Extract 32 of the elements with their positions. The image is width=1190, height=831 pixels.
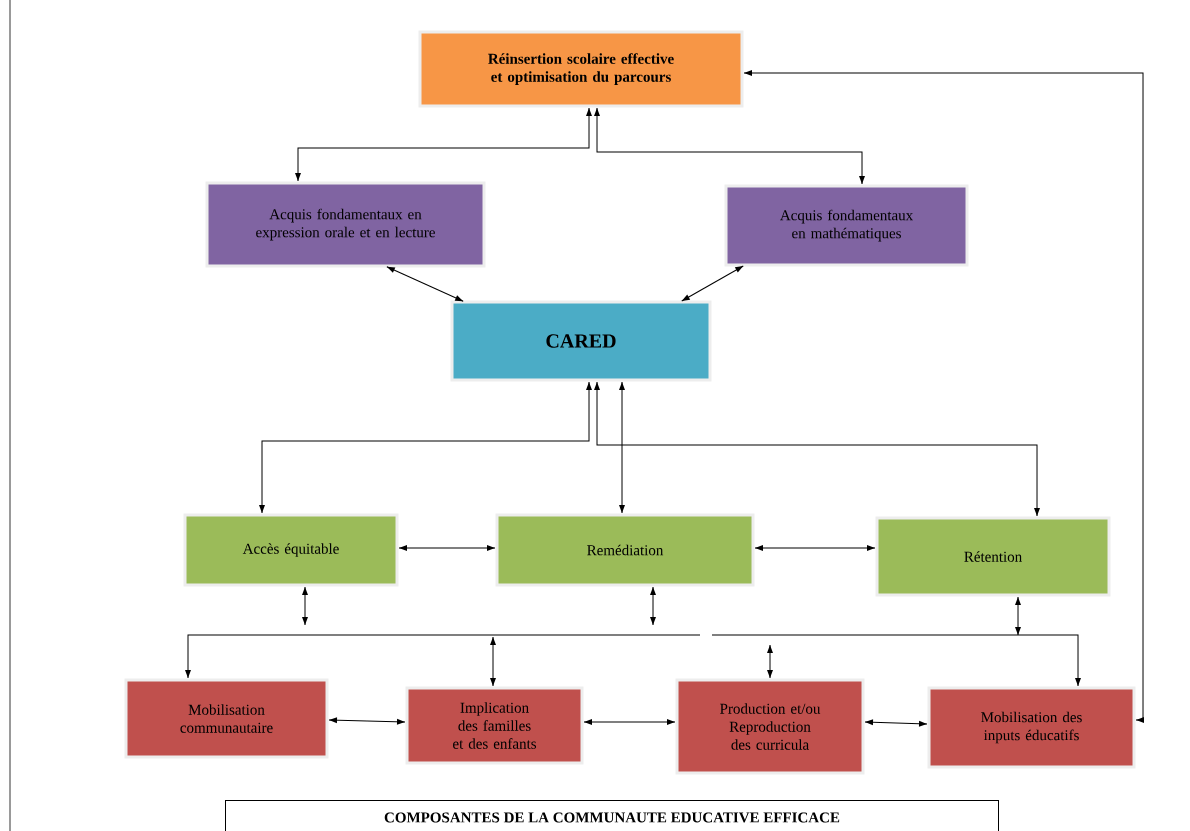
arrow <box>490 636 496 687</box>
arrow <box>295 107 592 182</box>
arrow <box>650 586 656 626</box>
pillar-box: Rétention <box>875 516 1111 597</box>
caption-box: COMPOSANTES DE LA COMMUNAUTE EDUCATIVE EFFICACE <box>225 800 999 831</box>
arrow <box>259 381 592 514</box>
component-box: Mobilisation des inputs éducatifs <box>927 686 1136 769</box>
pillar-box: Remédiation <box>495 513 755 587</box>
arrow <box>302 586 308 626</box>
arrow <box>185 634 701 679</box>
arrow <box>328 717 406 725</box>
arrow <box>619 381 625 514</box>
arrow <box>1015 596 1021 636</box>
arrow <box>583 719 676 725</box>
arrow <box>711 634 1081 687</box>
center-box: CARED <box>450 300 712 382</box>
arrow <box>864 719 928 727</box>
outcome-box: Acquis fondamentaux en mathématiques <box>724 184 969 267</box>
pillar-box: Accès équitable <box>183 513 399 587</box>
arrow <box>594 107 865 185</box>
arrow <box>767 644 773 679</box>
arrow <box>754 545 876 551</box>
component-box: Implication des familles et des enfants <box>405 686 584 765</box>
arrow <box>398 545 496 551</box>
goal-box: Réinsertion scolaire effective et optimisation du parcours <box>418 30 744 108</box>
component-box: Mobilisation communautaire <box>124 678 329 759</box>
arrow <box>681 265 744 302</box>
arrow <box>594 381 1040 517</box>
arrow <box>386 266 464 302</box>
outcome-box: Acquis fondamentaux en expression orale et en lecture <box>205 181 486 268</box>
arrow <box>743 70 1144 723</box>
component-box: Production et/ou Reproduction des curricula <box>675 678 865 775</box>
